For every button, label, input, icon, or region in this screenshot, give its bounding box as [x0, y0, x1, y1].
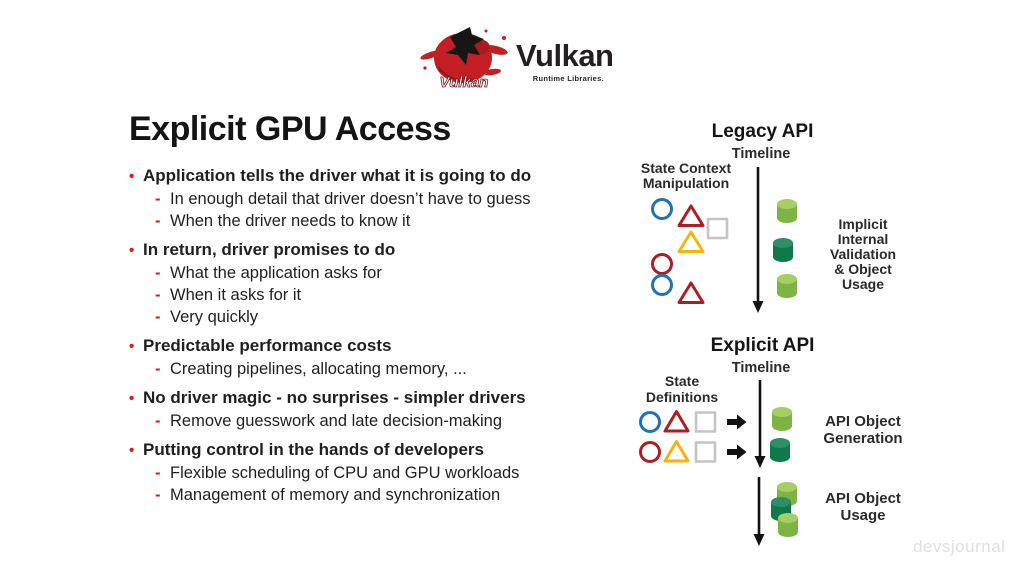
- red-triangle-icon: [663, 410, 690, 433]
- gray-square-icon: [694, 441, 717, 463]
- timeline-arrowhead-icon: [754, 456, 766, 468]
- sub-bullet-text: Very quickly: [170, 308, 259, 326]
- red-circle-icon: [651, 253, 673, 275]
- dash-icon: -: [155, 212, 161, 230]
- page-title: Explicit GPU Access: [129, 110, 451, 148]
- dark-green-cylinder-icon: [770, 438, 790, 462]
- bullet-text: Application tells the driver what it is …: [143, 166, 532, 185]
- gray-square-icon: [694, 411, 717, 433]
- legacy-api-title: Legacy API: [711, 121, 814, 142]
- light-green-cylinder-icon: [778, 513, 798, 537]
- bullet-text: Predictable performance costs: [143, 336, 392, 355]
- api-object-generation-label: API Object Generation: [823, 413, 903, 447]
- legacy-api-diagram: [651, 167, 797, 313]
- bullet-icon: •: [129, 442, 135, 459]
- bullet-text: In return, driver promises to do: [143, 240, 396, 259]
- bullet-icon: •: [129, 390, 135, 407]
- bullet-list: • Application tells the driver what it is…: [129, 165, 609, 513]
- sub-bullet-text: In enough detail that driver doesn’t hav…: [170, 190, 531, 208]
- sub-bullet-text: What the application asks for: [170, 264, 382, 282]
- sub-bullet-text: Remove guesswork and late decision-makin…: [170, 412, 502, 430]
- right-arrow-icon: [727, 444, 747, 460]
- bullet-group: • Predictable performance costs -Creating…: [129, 335, 609, 380]
- bullet-text: No driver magic - no surprises - simpler…: [143, 388, 526, 407]
- vulkan-logo: Vulkan: [420, 27, 508, 91]
- dark-green-cylinder-icon: [773, 238, 793, 262]
- red-triangle-icon: [677, 281, 705, 304]
- logo-swoosh-icon: [437, 76, 493, 87]
- dash-icon: -: [155, 286, 161, 304]
- yellow-triangle-icon: [663, 440, 690, 463]
- dash-icon: -: [155, 464, 161, 482]
- timeline-arrowhead-icon: [752, 301, 764, 313]
- blue-circle-icon: [651, 274, 673, 296]
- bullet-group: • Application tells the driver what it is…: [129, 165, 609, 232]
- legacy-timeline-label: Timeline: [731, 146, 791, 162]
- bullet-icon: •: [129, 338, 135, 355]
- dash-icon: -: [155, 190, 161, 208]
- gray-square-icon: [706, 217, 729, 240]
- bullet-text: Putting control in the hands of develope…: [143, 440, 484, 459]
- dash-icon: -: [155, 360, 161, 378]
- light-green-cylinder-icon: [777, 274, 797, 298]
- logo-ninja-silhouette-icon: [446, 27, 484, 65]
- sub-bullet-text: When the driver needs to know it: [170, 212, 411, 230]
- bullet-icon: •: [129, 168, 135, 185]
- brand-title: Vulkan: [516, 38, 614, 73]
- dash-icon: -: [155, 486, 161, 504]
- dash-icon: -: [155, 264, 161, 282]
- blue-circle-icon: [639, 411, 661, 433]
- bullet-group: • Putting control in the hands of develop…: [129, 439, 609, 506]
- logo-wordmark: Vulkan: [440, 74, 489, 91]
- dash-icon: -: [155, 412, 161, 430]
- sub-bullet-text: Management of memory and synchronization: [170, 486, 501, 504]
- red-circle-icon: [639, 441, 661, 463]
- sub-bullet-text: Flexible scheduling of CPU and GPU workl…: [170, 464, 520, 482]
- light-green-cylinder-icon: [777, 199, 797, 223]
- state-context-manipulation-label: State Context Manipulation: [640, 160, 732, 191]
- blue-circle-icon: [651, 198, 673, 220]
- bullet-group: • No driver magic - no surprises - simple…: [129, 387, 609, 432]
- sub-bullet-text: When it asks for it: [170, 286, 302, 304]
- watermark: devsjournal: [913, 537, 1006, 556]
- red-triangle-icon: [677, 204, 705, 227]
- implicit-validation-label: Implicit Internal Validation & Object Us…: [829, 216, 897, 292]
- api-object-usage-label: API Object Usage: [825, 490, 901, 524]
- yellow-triangle-icon: [677, 230, 705, 253]
- explicit-api-diagram: [639, 380, 798, 546]
- dash-icon: -: [155, 308, 161, 326]
- state-definitions-label: State Definitions: [645, 373, 719, 405]
- timeline-arrowhead-icon: [753, 534, 765, 546]
- bullet-group: •In return, driver promises to do -What …: [129, 239, 609, 328]
- bullet-icon: •: [129, 242, 135, 259]
- light-green-cylinder-icon: [772, 407, 792, 431]
- sub-bullet-text: Creating pipelines, allocating memory, .…: [170, 360, 467, 378]
- brand-tagline: Runtime Libraries.: [532, 74, 604, 83]
- explicit-api-title: Explicit API: [710, 335, 815, 356]
- explicit-timeline-label: Timeline: [731, 360, 791, 376]
- right-arrow-icon: [727, 414, 747, 430]
